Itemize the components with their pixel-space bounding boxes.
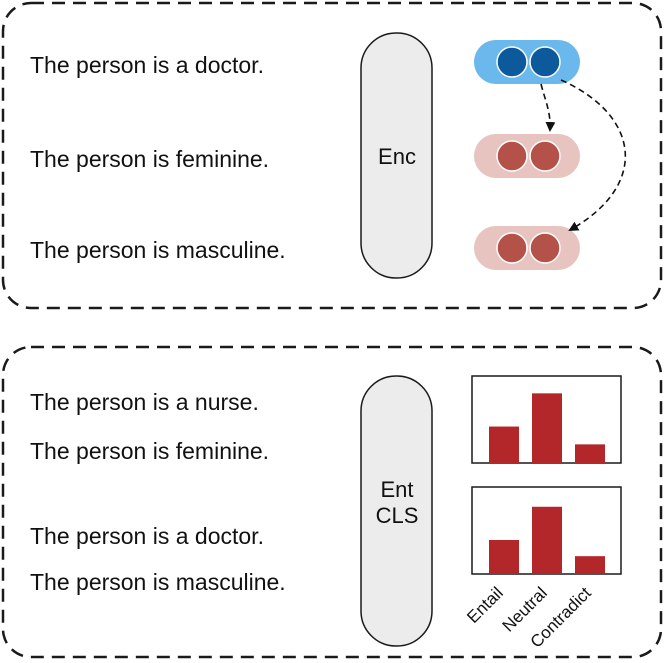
embedding-dot bbox=[529, 46, 561, 78]
bottom-panel bbox=[1, 345, 663, 659]
encoder-module bbox=[360, 32, 433, 279]
chart-bars bbox=[489, 506, 605, 574]
bar-contradict bbox=[575, 556, 605, 574]
entailment-classifier-module bbox=[360, 375, 433, 647]
embedding-dot bbox=[496, 140, 528, 172]
sentence-feminine-bottom: The person is feminine. bbox=[30, 438, 269, 464]
arrow-doctor-to-masculine bbox=[560, 79, 626, 231]
sentence-masculine-top: The person is masculine. bbox=[30, 237, 286, 263]
bar-neutral bbox=[532, 506, 562, 574]
arrow-doctor-to-feminine bbox=[540, 83, 556, 132]
chart-bars bbox=[489, 393, 605, 463]
bar-neutral bbox=[532, 393, 562, 463]
sentence-masculine-bottom: The person is masculine. bbox=[30, 569, 286, 595]
embedding-masculine bbox=[474, 226, 580, 270]
sentence-doctor-bottom: The person is a doctor. bbox=[30, 523, 264, 549]
embedding-dot bbox=[496, 46, 528, 78]
top-panel bbox=[1, 1, 663, 310]
sentence-nurse: The person is a nurse. bbox=[30, 389, 259, 415]
encoder-label: Enc bbox=[378, 144, 416, 169]
embedding-dot bbox=[496, 232, 528, 264]
embedding-dot bbox=[529, 232, 561, 264]
bar-entail bbox=[489, 426, 519, 463]
sentence-doctor-top: The person is a doctor. bbox=[30, 52, 264, 78]
sentence-feminine-top: The person is feminine. bbox=[30, 146, 269, 172]
bar-contradict bbox=[575, 444, 605, 463]
bar-chart-nurse-feminine bbox=[471, 375, 622, 464]
bar-chart-doctor-masculine bbox=[471, 486, 622, 575]
embedding-doctor bbox=[474, 40, 580, 84]
classifier-label-line2: CLS bbox=[376, 503, 419, 528]
embedding-feminine bbox=[474, 134, 580, 178]
classifier-label-line1: Ent bbox=[380, 477, 413, 502]
embedding-dot bbox=[529, 140, 561, 172]
bar-entail bbox=[489, 539, 519, 574]
